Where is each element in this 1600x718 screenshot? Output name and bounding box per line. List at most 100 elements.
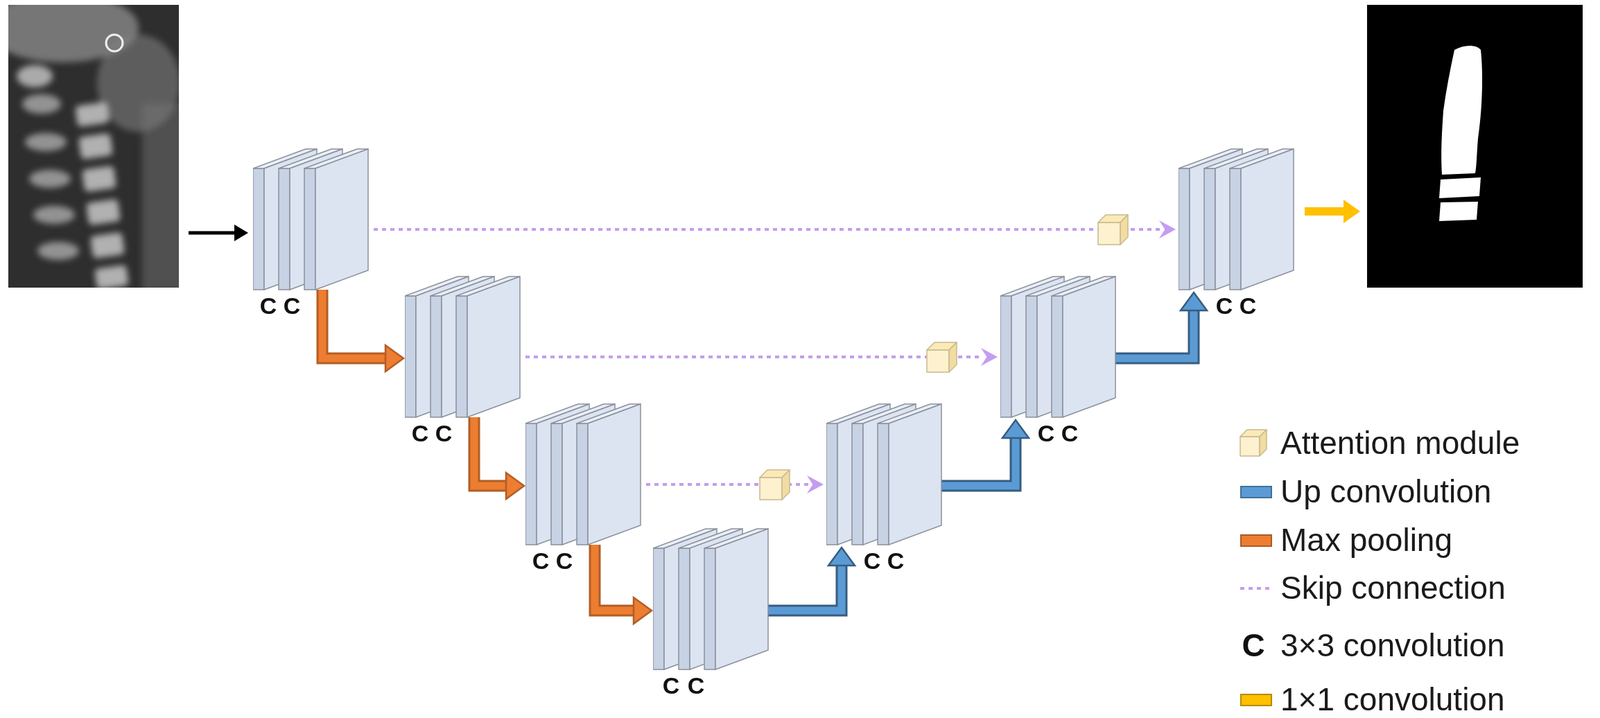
arrow-outline — [766, 564, 842, 611]
skip-line — [373, 228, 1161, 231]
attention-cube — [1098, 214, 1128, 245]
slab-edge — [253, 168, 265, 290]
conv-label-holder: C — [555, 549, 574, 573]
up-convolution-arrow — [1114, 292, 1207, 359]
arrow-body — [322, 289, 387, 359]
max-pooling-arrow — [322, 289, 404, 372]
legend-entry: 1×1 convolution — [1280, 681, 1506, 718]
conv-label: C — [555, 547, 574, 575]
conv-label: C — [532, 547, 550, 575]
spinous-process — [22, 94, 62, 114]
conv-label: C — [1037, 420, 1056, 447]
attention-cube — [926, 342, 957, 373]
conv-label: C — [1239, 292, 1257, 319]
legend-entry: Attention module — [1280, 424, 1520, 462]
max-pooling-arrow — [594, 544, 652, 624]
up-convolution-arrow — [766, 547, 855, 611]
legend-swatch — [1240, 693, 1273, 707]
feature-block: CC — [404, 275, 523, 419]
skip-line — [525, 355, 983, 359]
xray-image — [8, 4, 179, 288]
slab-edge — [1025, 296, 1038, 418]
mask-vertebra — [1439, 201, 1478, 222]
input-arrow-line — [188, 231, 236, 236]
slab-edge — [1178, 168, 1190, 290]
conv-label-holder: C — [1061, 421, 1079, 446]
vertebra — [74, 101, 110, 127]
conv-label-holder: C — [687, 673, 706, 698]
skip-arrowhead — [980, 348, 998, 367]
cube-side — [949, 342, 957, 373]
slab-face — [467, 276, 520, 418]
input-arrow — [188, 224, 249, 242]
conv-label: C — [411, 420, 430, 447]
arrow-outline — [474, 417, 508, 486]
feature-map-stack — [1000, 275, 1119, 419]
vertebra — [78, 133, 113, 160]
cube-side — [781, 470, 790, 500]
conv-label: C — [662, 672, 681, 699]
arrowhead — [506, 472, 525, 500]
conv-label: C — [259, 292, 278, 319]
legend-text: Max pooling — [1280, 522, 1453, 559]
mask-vertebra — [1441, 45, 1483, 175]
segmentation-mask — [1367, 4, 1583, 288]
conv-label-holder: C — [532, 549, 550, 573]
mask-ground — [1367, 4, 1583, 288]
label-holder: C — [1241, 627, 1265, 665]
arrowhead — [828, 547, 855, 566]
conv-label-holder: C — [283, 293, 301, 318]
marker-ring — [106, 34, 123, 52]
feature-block: CC — [653, 527, 771, 672]
legend-text: Up convolution — [1280, 473, 1492, 510]
cube-front — [1098, 222, 1121, 245]
arrow-body — [474, 417, 508, 486]
conv-label: C — [687, 672, 706, 699]
conv-label-holder: C — [863, 549, 882, 573]
vertebra — [81, 165, 117, 193]
legend-conv-symbol: C — [1241, 627, 1265, 664]
legend-attention-cube — [1240, 429, 1267, 457]
slab-edge — [304, 168, 316, 290]
arrow-outline — [322, 289, 387, 359]
conv-label: C — [1061, 420, 1079, 447]
spinous-process — [37, 241, 80, 260]
conv-label-holder: C — [1037, 421, 1056, 446]
feature-block: CC — [826, 402, 945, 547]
vertebra — [90, 232, 125, 259]
conv-label-holder: C — [259, 293, 278, 318]
arrow-body — [1114, 309, 1194, 359]
attention-cube — [759, 470, 790, 500]
legend-entry: Skip connection — [1280, 569, 1506, 607]
feature-map-stack — [1178, 147, 1297, 292]
conv-label: C — [283, 292, 301, 319]
legend-entry: 3×3 convolution — [1280, 627, 1506, 665]
conv-label: C — [863, 547, 882, 575]
conv-label-holder: C — [411, 421, 430, 446]
slab-edge — [430, 296, 442, 418]
skip-arrowhead — [806, 475, 824, 494]
conv-label: C — [887, 547, 905, 575]
arrowhead — [1002, 420, 1029, 439]
slab-edge — [678, 548, 690, 670]
slab-edge — [456, 296, 468, 418]
cube-side — [1120, 214, 1128, 245]
slab-edge — [704, 548, 716, 670]
conv-label-holder: C — [1239, 293, 1257, 318]
conv-label: C — [435, 420, 453, 447]
slab-edge — [278, 168, 290, 290]
conv-label-holder: C — [887, 549, 905, 573]
xray-anatomy — [8, 4, 179, 288]
slab-edge — [826, 423, 838, 545]
arrow-body — [766, 564, 842, 611]
atlas — [16, 65, 53, 88]
output-arrow-head — [1343, 199, 1361, 224]
cube-side — [1259, 429, 1267, 457]
arrowhead — [385, 345, 404, 372]
conv-label-holder: C — [1215, 293, 1234, 318]
skip-connection — [646, 475, 824, 494]
slab-edge — [576, 423, 588, 545]
feature-map-stack — [404, 275, 523, 419]
conv-label-holder: C — [662, 673, 681, 698]
